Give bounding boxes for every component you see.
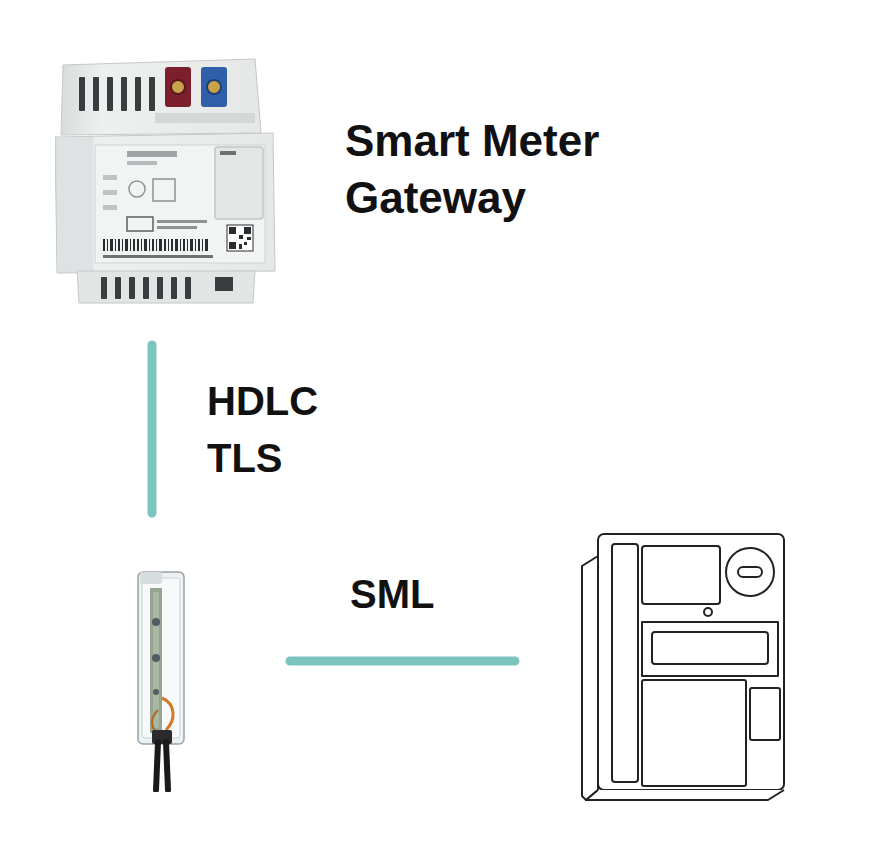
meter-node — [578, 528, 788, 803]
connector-line — [148, 345, 157, 513]
edge-label: SML — [350, 566, 550, 623]
electricity-meter — [578, 528, 788, 803]
gateway-device — [55, 55, 277, 305]
connector-line — [290, 657, 515, 666]
edge-label: HDLC TLS — [207, 373, 357, 487]
reader-node — [118, 570, 190, 792]
node-heading: Smart Meter Gateway — [345, 112, 675, 226]
gateway-node: Smart Meter Gateway — [55, 55, 277, 305]
optical-reader — [118, 570, 190, 792]
